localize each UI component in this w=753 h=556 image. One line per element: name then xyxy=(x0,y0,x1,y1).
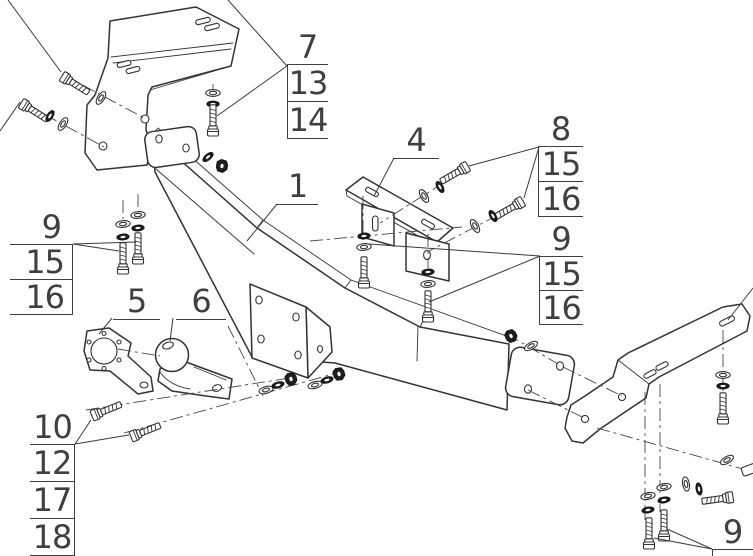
callout-row: 18 xyxy=(30,519,74,556)
callout-head: 9 xyxy=(10,211,73,245)
spring-washer xyxy=(270,379,286,391)
part-center-bracket xyxy=(345,176,454,282)
callout-head: 8 xyxy=(538,113,583,147)
callout-head: 10 xyxy=(30,410,75,445)
part-bumper-plate xyxy=(83,327,154,395)
bolt xyxy=(206,104,220,137)
part-right-mount-bracket xyxy=(564,303,751,444)
part-tow-ball-mount xyxy=(154,337,233,400)
callout-row: 12 xyxy=(30,445,74,482)
callout-row: 16 xyxy=(10,280,72,315)
flat-washer xyxy=(680,475,692,493)
bolt xyxy=(17,97,51,125)
callout-head: 7 xyxy=(287,31,328,65)
flat-washer xyxy=(55,115,71,133)
callout-stack-7-13-14: 7 13 14 xyxy=(287,31,328,139)
callout-head: 9 xyxy=(712,516,753,550)
callout-head: 9 xyxy=(539,223,583,257)
callout-row: 16 xyxy=(540,291,583,325)
bolt xyxy=(492,195,527,222)
bolt xyxy=(700,491,735,508)
spring-washer xyxy=(200,150,216,164)
flat-washer xyxy=(419,279,437,289)
callout-stack-8-15-16: 8 15 16 xyxy=(538,113,583,217)
flat-washer xyxy=(205,89,221,97)
spring-washer xyxy=(116,232,130,242)
bolt xyxy=(58,70,92,98)
spring-washer xyxy=(716,382,730,390)
bolt xyxy=(716,392,730,425)
flat-washer xyxy=(639,490,657,502)
spring-washer xyxy=(319,374,335,386)
spring-washer xyxy=(131,223,145,233)
callout-stack-10-12-17-18: 10 12 17 18 xyxy=(30,410,75,556)
bolt xyxy=(657,509,671,542)
part-label-crossbeam: 1 xyxy=(277,170,318,205)
callout-row: 13 xyxy=(288,64,328,102)
callout-stack-9-bottom-right: 9 xyxy=(712,516,753,556)
part-crossbeam xyxy=(144,125,576,411)
callout-row: 15 xyxy=(539,147,583,182)
part-label-center-bracket: 4 xyxy=(393,124,439,159)
hex-nut xyxy=(214,158,230,174)
spring-washer xyxy=(640,505,656,515)
fasteners xyxy=(17,70,753,550)
flat-washer xyxy=(257,384,275,396)
bolt xyxy=(89,398,124,422)
hex-nut xyxy=(331,365,347,383)
callout-row: 17 xyxy=(30,482,74,519)
spring-washer xyxy=(694,481,704,497)
part-label-tow-ball: 6 xyxy=(176,285,226,320)
part-label-bumper-plate: 5 xyxy=(113,285,160,320)
flat-washer xyxy=(114,219,132,229)
flat-washer xyxy=(467,217,483,235)
callout-row: 15 xyxy=(10,245,72,280)
bolt xyxy=(437,160,472,187)
callout-row: 14 xyxy=(288,101,328,139)
flat-washer xyxy=(306,379,324,391)
bolt xyxy=(131,232,145,265)
callout-stack-9-15-16-right: 9 15 16 xyxy=(539,223,583,325)
bolt xyxy=(116,242,130,275)
spring-washer xyxy=(656,495,672,505)
flat-washer xyxy=(715,371,731,379)
callout-clipped-box-edge xyxy=(712,550,753,556)
bolt xyxy=(642,517,656,550)
flat-washer xyxy=(655,481,673,493)
bolt xyxy=(357,256,371,289)
callout-stack-9-15-16-left: 9 15 16 xyxy=(10,211,73,315)
hex-nut xyxy=(502,327,520,345)
callout-row: 15 xyxy=(540,257,583,291)
flat-washer xyxy=(129,210,147,220)
callout-row: 16 xyxy=(539,182,583,217)
bolt xyxy=(128,419,163,443)
clipped-part xyxy=(740,461,753,477)
flat-washer xyxy=(416,187,432,205)
flat-washer xyxy=(718,452,736,468)
